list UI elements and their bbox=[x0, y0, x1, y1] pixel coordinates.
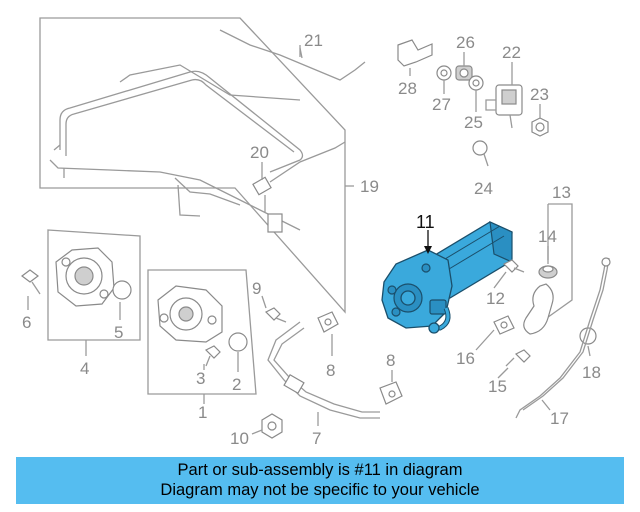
washer-part-27 bbox=[436, 65, 452, 81]
bolt-part-3 bbox=[204, 345, 221, 367]
callout-14: 14 bbox=[538, 227, 557, 246]
bracket-group-1 bbox=[147, 269, 257, 395]
info-banner: Part or sub-assembly is #11 in diagram D… bbox=[16, 457, 624, 504]
callout-8-lower: 8 bbox=[386, 351, 395, 370]
parts-diagram: 21 28 27 26 25 22 23 24 20 19 13 11 14 1… bbox=[21, 17, 611, 448]
callout-23: 23 bbox=[530, 85, 549, 104]
callout-1: 1 bbox=[198, 403, 207, 422]
pump-housing-part-1 bbox=[157, 285, 223, 343]
gasket-part-8-upper bbox=[317, 311, 339, 333]
gasket-part-2 bbox=[228, 332, 248, 352]
seal-part-25 bbox=[468, 75, 484, 91]
leader-lines bbox=[27, 47, 591, 435]
callout-20: 20 bbox=[250, 143, 269, 162]
callout-10: 10 bbox=[230, 429, 249, 448]
callout-25: 25 bbox=[464, 113, 483, 132]
callout-11-highlighted: 11 bbox=[416, 212, 435, 232]
callout-12: 12 bbox=[486, 289, 505, 308]
callout-13: 13 bbox=[552, 183, 571, 202]
callout-4: 4 bbox=[80, 359, 89, 378]
callout-16: 16 bbox=[456, 349, 475, 368]
pipe-part-7 bbox=[267, 321, 380, 419]
callout-3: 3 bbox=[196, 369, 205, 388]
callout-24: 24 bbox=[474, 179, 493, 198]
bolt-part-15 bbox=[505, 349, 531, 367]
bushing-part-26 bbox=[455, 65, 473, 81]
callout-9: 9 bbox=[252, 279, 261, 298]
callout-19: 19 bbox=[360, 177, 379, 196]
bolt-part-9 bbox=[264, 307, 287, 323]
callout-26: 26 bbox=[456, 33, 475, 52]
nut-part-10 bbox=[261, 413, 283, 439]
callout-18: 18 bbox=[582, 363, 601, 382]
callout-labels: 21 28 27 26 25 22 23 24 20 19 13 11 14 1… bbox=[22, 31, 601, 448]
egr-cooler-part-11 bbox=[381, 221, 513, 334]
bracket-part-28 bbox=[397, 39, 433, 67]
pipe-assembly-frame bbox=[39, 17, 366, 314]
bolt-part-6 bbox=[21, 269, 41, 295]
pipe-part-13 bbox=[523, 283, 554, 335]
callout-17: 17 bbox=[550, 409, 569, 428]
callout-8-upper: 8 bbox=[326, 361, 335, 380]
bolt-part-12 bbox=[502, 259, 525, 273]
nut-part-23 bbox=[531, 117, 549, 137]
callout-15: 15 bbox=[488, 377, 507, 396]
callout-7: 7 bbox=[312, 429, 321, 448]
seal-ring-part-5 bbox=[112, 280, 132, 300]
bolt-part-24 bbox=[472, 140, 489, 167]
turbo-housing-part-4 bbox=[55, 247, 115, 307]
banner-line-part-number: Part or sub-assembly is #11 in diagram bbox=[177, 461, 463, 479]
callout-6: 6 bbox=[22, 313, 31, 332]
gasket-part-8-lower bbox=[379, 381, 403, 405]
callout-22: 22 bbox=[502, 43, 521, 62]
banner-line-disclaimer: Diagram may not be specific to your vehi… bbox=[160, 481, 480, 499]
solenoid-part-22 bbox=[485, 84, 523, 129]
tube-part-17 bbox=[515, 257, 611, 419]
grommet-part-14 bbox=[538, 265, 558, 279]
bracket-group-4 bbox=[47, 229, 141, 341]
gasket-part-16 bbox=[493, 315, 515, 335]
callout-21: 21 bbox=[304, 31, 323, 50]
callout-5: 5 bbox=[114, 323, 123, 342]
callout-28: 28 bbox=[398, 79, 417, 98]
callout-27: 27 bbox=[432, 95, 451, 114]
callout-2: 2 bbox=[232, 375, 241, 394]
